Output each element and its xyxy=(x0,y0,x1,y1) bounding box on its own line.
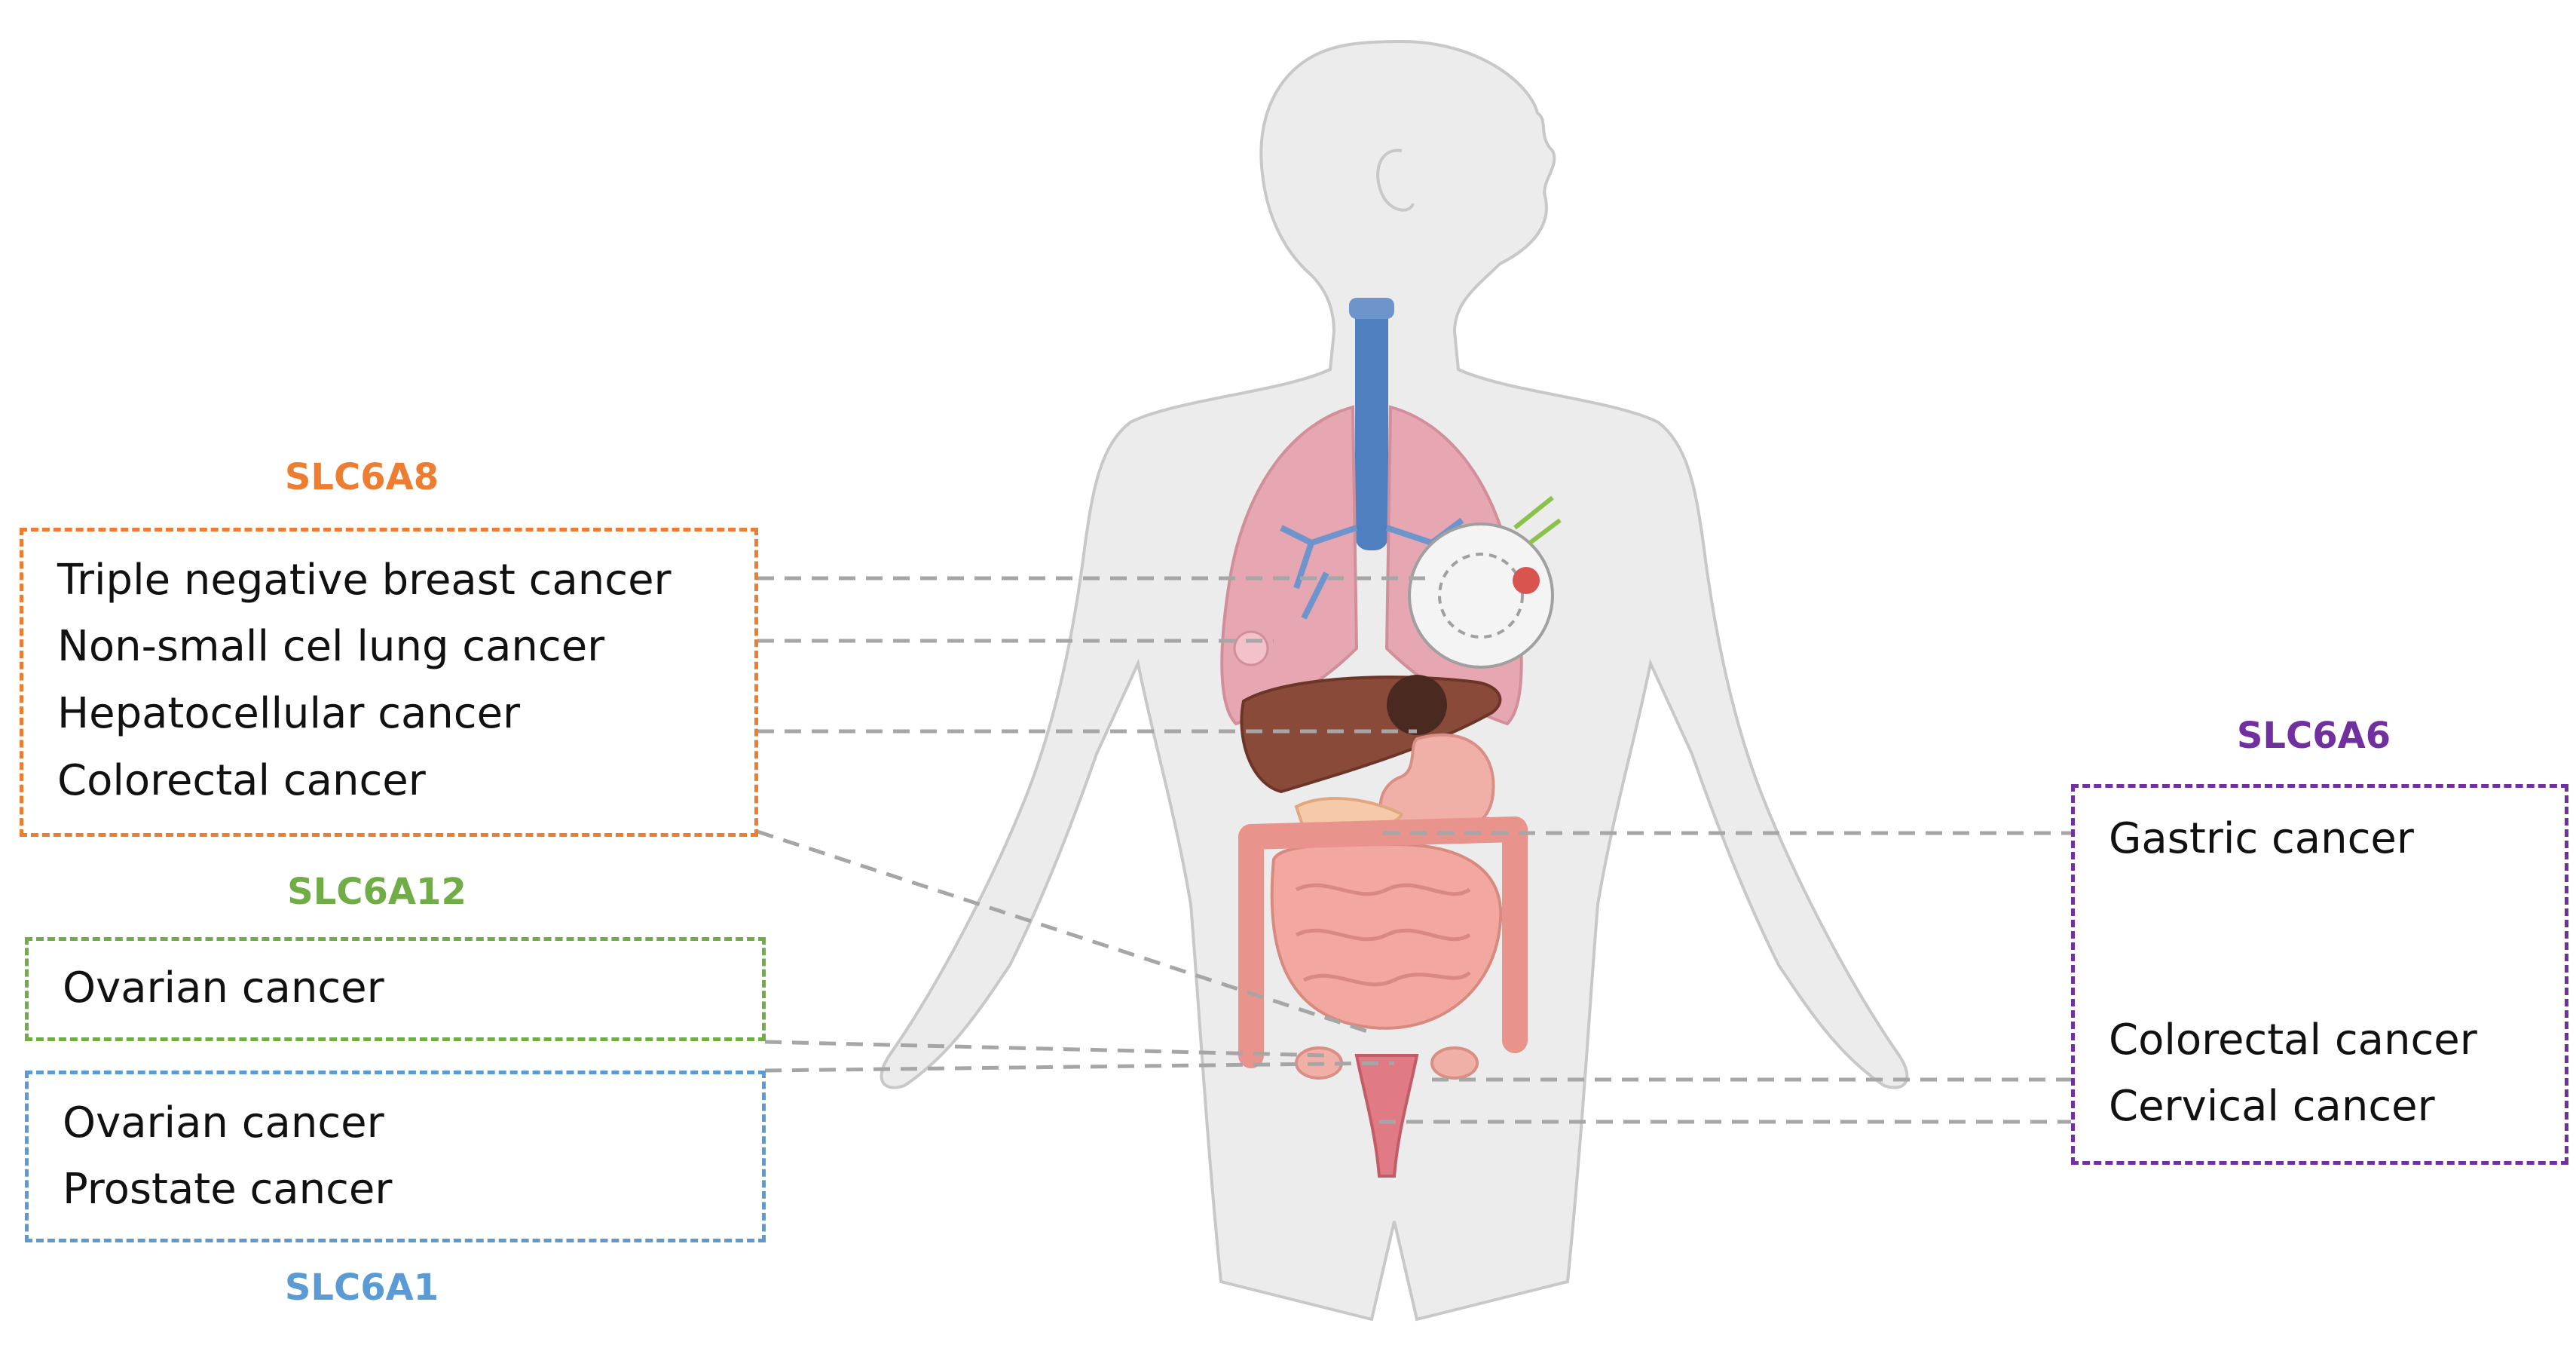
cancer-item: Hepatocellular cancer xyxy=(57,689,521,738)
cancer-box-slc6a12: Ovarian cancer xyxy=(25,937,766,1041)
liver-icon xyxy=(1240,675,1502,794)
ear-icon xyxy=(1376,149,1415,212)
uterus-icon xyxy=(1354,1054,1419,1178)
cancer-box-slc6a6: Gastric cancer Colorectal cancer Cervica… xyxy=(2071,784,2568,1165)
gene-label-slc6a8: SLC6A8 xyxy=(284,456,439,498)
gene-label-slc6a12: SLC6A12 xyxy=(287,871,467,913)
cancer-item: Colorectal cancer xyxy=(2109,1016,2477,1065)
cancer-box-slc6a1: Ovarian cancer Prostate cancer xyxy=(25,1071,766,1242)
cancer-item: Colorectal cancer xyxy=(57,756,426,805)
breast-tumor-icon xyxy=(1408,495,1562,669)
connector-ovarian-slc6a12 xyxy=(764,1040,1327,1058)
cancer-box-slc6a8: Triple negative breast cancer Non-small … xyxy=(20,528,758,837)
cancer-item: Gastric cancer xyxy=(2109,814,2414,863)
trachea-icon xyxy=(1349,298,1394,550)
cancer-item: Non-small cel lung cancer xyxy=(57,622,605,671)
cancer-item: Triple negative breast cancer xyxy=(57,556,672,605)
connector-lines xyxy=(757,576,2071,1124)
cancer-item: Ovarian cancer xyxy=(63,1098,384,1147)
connector-ovarian-slc6a1 xyxy=(764,1061,1395,1073)
cancer-item: Prostate cancer xyxy=(63,1165,393,1214)
gene-label-slc6a1: SLC6A1 xyxy=(284,1267,439,1309)
cancer-item: Ovarian cancer xyxy=(63,963,384,1012)
cancer-item: Cervical cancer xyxy=(2109,1082,2435,1131)
gene-label-slc6a6: SLC6A6 xyxy=(2236,715,2391,757)
